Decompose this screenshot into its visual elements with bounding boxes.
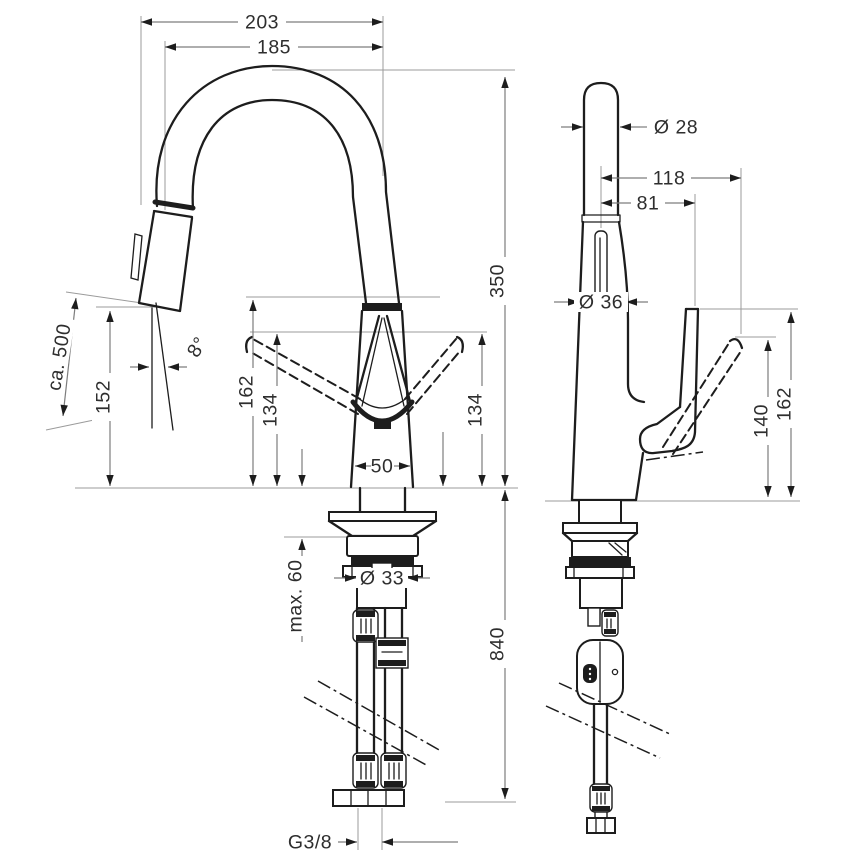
dim-label-handle-top-front: 162 <box>236 375 258 409</box>
gasket <box>351 556 414 566</box>
body-left-edge <box>570 220 585 502</box>
dim-label-max-deck: max. 60 <box>285 560 307 633</box>
dim-handle-top-height-front: 162 <box>235 300 258 486</box>
dim-label-base-width: 50 <box>371 456 394 478</box>
hose-braid-upper <box>352 609 379 643</box>
hose-weight <box>576 639 624 705</box>
dim-handle-span-right: 134 <box>464 334 487 486</box>
dim-handle-reach: 81 <box>601 193 695 215</box>
dim-thread-size: G3/8 <box>288 832 458 850</box>
dim-label-handle-reach-open: 118 <box>653 168 686 190</box>
hose-braid-bottom-side <box>589 783 613 813</box>
spout-inner-curve <box>191 98 368 305</box>
dim-spout-height: 350 <box>486 77 509 486</box>
dim-label-pipe-diameter: Ø 28 <box>654 117 698 139</box>
dim-below-counter-height: 840 <box>486 490 509 799</box>
dim-pullout-length: ca. 500 <box>42 297 79 417</box>
dim-spray-angle: 8° <box>130 333 212 371</box>
dim-shank-diameter: Ø 33 <box>334 568 430 590</box>
dim-label-handle-span-right: 134 <box>465 393 487 427</box>
spout-pipe <box>582 81 620 217</box>
spout-joint-band <box>362 303 402 311</box>
dim-label-handle-reach: 81 <box>637 193 660 215</box>
dim-label-pullout-length: ca. 500 <box>43 322 75 392</box>
base-flange <box>328 511 437 522</box>
dim-label-spout-height: 350 <box>487 264 509 298</box>
spray-toggle-button <box>130 233 143 281</box>
hose-connector-nuts <box>332 789 405 807</box>
hose-connector-nut-side <box>586 817 616 834</box>
side-view-faucet <box>545 81 744 834</box>
front-view-faucet <box>130 64 464 807</box>
front-mounting-set <box>303 486 442 807</box>
dim-handle-top-height-side: 162 <box>773 312 796 497</box>
hose-braid-top-side <box>601 609 619 637</box>
hose-fitting <box>375 637 409 669</box>
base-flange-side <box>562 522 638 534</box>
spray-head <box>130 199 196 313</box>
handle-pivot <box>374 421 391 429</box>
dim-total-reach: 203 <box>141 12 383 34</box>
dim-spout-pipe-diameter: Ø 28 <box>561 117 698 139</box>
dim-label-body-diameter: Ø 36 <box>579 292 623 314</box>
dim-handle-span-left: 134 <box>259 334 282 486</box>
dim-label-handle-tip-height: 140 <box>751 404 773 438</box>
dim-base-width: 50 <box>355 456 410 478</box>
dim-label-below-counter: 840 <box>487 627 509 661</box>
hose-braid-lower-left <box>352 752 379 789</box>
dim-label-outlet-height: 152 <box>93 380 115 414</box>
dim-label-shank-diameter: Ø 33 <box>360 568 404 590</box>
dim-spout-reach: 185 <box>165 37 383 59</box>
mounting-bracket <box>579 577 623 609</box>
dim-max-deck-thickness: max. 60 <box>284 539 307 642</box>
dim-outlet-height: 152 <box>92 311 115 486</box>
handle-swing-right <box>404 335 464 415</box>
dim-label-handle-top-side: 162 <box>774 387 796 421</box>
dim-label-handle-span-left: 134 <box>260 393 282 427</box>
side-mounting-set <box>545 499 673 834</box>
side-handle-alt-position <box>662 338 744 455</box>
dim-label-thread-size: G3/8 <box>288 832 332 850</box>
pullout-hose <box>592 702 609 788</box>
dim-label-spout-reach: 185 <box>257 37 291 59</box>
gasket-side <box>569 557 631 567</box>
hose-braid-lower-right <box>380 752 407 789</box>
dim-label-spray-angle: 8° <box>183 333 212 361</box>
side-handle <box>638 307 700 455</box>
dim-label-total-reach: 203 <box>245 12 279 34</box>
body-right-edge <box>617 220 646 404</box>
extension-lines <box>45 16 800 850</box>
supply-hose-right <box>383 606 404 759</box>
dim-handle-tip-height: 140 <box>750 340 773 497</box>
dim-body-diameter: Ø 36 <box>554 292 648 314</box>
dim-handle-reach-open: 118 <box>601 168 741 190</box>
dimensions: 203 185 350 840 ca. 500 <box>42 12 796 850</box>
spout-outer-curve <box>155 64 401 305</box>
